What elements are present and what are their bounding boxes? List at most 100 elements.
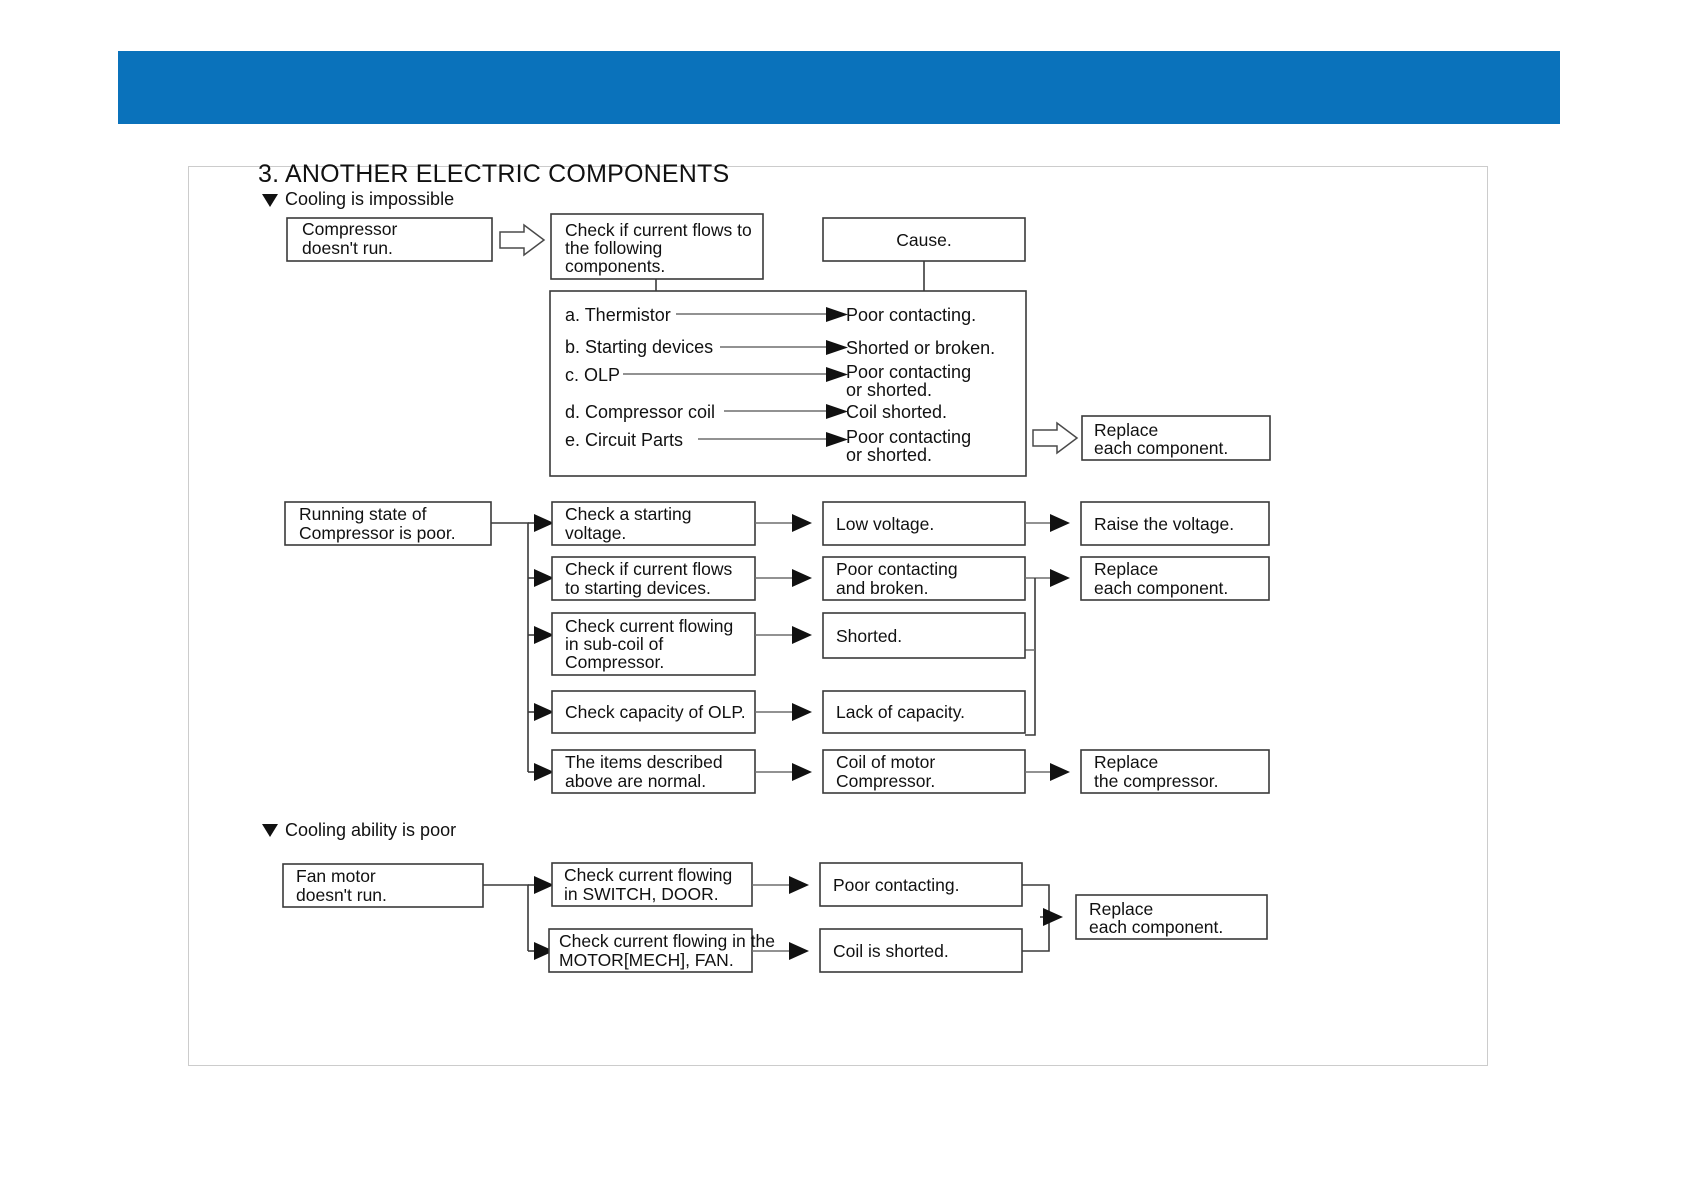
page-title: 3. ANOTHER ELECTRIC COMPONENTS xyxy=(258,160,729,188)
box-compressor-doesnt-run[interactable] xyxy=(286,217,493,262)
arrow-head-icon xyxy=(534,514,554,532)
arrow-head-icon xyxy=(826,432,848,447)
item-key: a. Thermistor xyxy=(565,305,671,325)
box-raise-voltage[interactable] xyxy=(1080,501,1270,546)
box-text: Replace xyxy=(1094,420,1158,440)
box-poor-contacting-broken[interactable] xyxy=(822,556,1026,601)
hollow-arrow-icon xyxy=(1032,421,1079,455)
box-text: Shorted. xyxy=(836,626,902,646)
item-cause: Poor contacting xyxy=(846,362,971,382)
box-text: in SWITCH, DOOR. xyxy=(564,884,719,904)
box-coil-is-shorted[interactable] xyxy=(819,928,1023,973)
box-text: doesn't run. xyxy=(302,238,393,258)
arrow-head-icon xyxy=(792,763,812,781)
box-text: Fan motor xyxy=(296,866,376,886)
arrow-head-icon xyxy=(534,626,554,644)
box-text: each component. xyxy=(1089,917,1223,937)
item-cause: Shorted or broken. xyxy=(846,338,995,358)
item-cause: Poor contacting xyxy=(846,427,971,447)
box-text: Replace xyxy=(1089,899,1153,919)
box-shorted[interactable] xyxy=(822,612,1026,659)
arrow-head-icon xyxy=(534,703,554,721)
arrow-head-icon xyxy=(826,367,848,382)
box-text: doesn't run. xyxy=(296,885,387,905)
arrow-head-icon xyxy=(792,569,812,587)
box-text: Cause. xyxy=(896,230,951,250)
box-text: Raise the voltage. xyxy=(1094,514,1234,534)
arrow-head-icon xyxy=(1050,514,1070,532)
arrow-head-icon xyxy=(1043,908,1063,926)
box-text: voltage. xyxy=(565,523,626,543)
box-replace-each-component-2[interactable] xyxy=(1080,556,1270,601)
box-running-state-poor[interactable] xyxy=(284,501,492,546)
box-components-matrix[interactable] xyxy=(549,290,1027,477)
box-check-motor-mech-fan[interactable] xyxy=(548,928,753,973)
box-text: components. xyxy=(565,256,665,276)
box-check-capacity-olp[interactable] xyxy=(551,690,756,734)
box-replace-each-component-1[interactable] xyxy=(1081,415,1271,461)
section-label-cooling-impossible: Cooling is impossible xyxy=(285,189,454,209)
box-text: Check if current flows xyxy=(565,559,733,579)
item-cause: Coil shorted. xyxy=(846,402,947,422)
arrow-head-icon xyxy=(534,942,554,960)
triangle-down-icon xyxy=(262,824,278,837)
item-cause: or shorted. xyxy=(846,445,932,465)
box-items-above-normal[interactable] xyxy=(551,749,756,794)
header-blue-bar xyxy=(118,51,1560,124)
box-text: Check current flowing xyxy=(565,616,733,636)
box-text: above are normal. xyxy=(565,771,706,791)
box-text: Check if current flows to xyxy=(565,220,752,240)
box-replace-the-compressor[interactable] xyxy=(1080,749,1270,794)
box-text: and broken. xyxy=(836,578,928,598)
box-text: The items described xyxy=(565,752,723,772)
arrow-head-icon xyxy=(1050,763,1070,781)
connector-trunk-section3 xyxy=(483,884,529,951)
triangle-down-icon xyxy=(262,194,278,207)
box-text: the following xyxy=(565,238,662,258)
box-check-switch-door[interactable] xyxy=(551,862,753,907)
box-text: Check current flowing xyxy=(564,865,732,885)
box-text: Poor contacting. xyxy=(833,875,959,895)
arrow-head-icon xyxy=(789,942,809,960)
box-text: Replace xyxy=(1094,752,1158,772)
box-text: Check a starting xyxy=(565,504,691,524)
item-cause: Poor contacting. xyxy=(846,305,976,325)
arrow-head-icon xyxy=(792,626,812,644)
box-text: Coil is shorted. xyxy=(833,941,949,961)
merge-rail-section2 xyxy=(1025,578,1036,736)
box-text: Coil of motor xyxy=(836,752,935,772)
box-text: Compressor is poor. xyxy=(299,523,456,543)
box-poor-contacting-fan[interactable] xyxy=(819,862,1023,907)
section-label-cooling-ability-poor: Cooling ability is poor xyxy=(285,820,456,840)
box-check-starting-voltage[interactable] xyxy=(551,501,756,546)
box-check-subcoil-current[interactable] xyxy=(551,612,756,676)
box-text: Compressor. xyxy=(836,771,935,791)
arrow-head-icon xyxy=(534,569,554,587)
box-replace-each-component-3[interactable] xyxy=(1075,894,1268,940)
box-text: the compressor. xyxy=(1094,771,1219,791)
box-text: to starting devices. xyxy=(565,578,711,598)
box-check-current-flows[interactable] xyxy=(550,213,764,280)
item-key: c. OLP xyxy=(565,365,620,385)
merge-rail-section3-lower xyxy=(1022,917,1050,952)
box-low-voltage[interactable] xyxy=(822,501,1026,546)
arrow-head-icon xyxy=(789,876,809,894)
item-key: e. Circuit Parts xyxy=(565,430,683,450)
item-key: d. Compressor coil xyxy=(565,402,715,422)
box-text: Check current flowing in the xyxy=(559,931,775,951)
arrow-head-icon xyxy=(534,763,554,781)
box-lack-of-capacity[interactable] xyxy=(822,690,1026,734)
box-text: each component. xyxy=(1094,578,1228,598)
hollow-arrow-icon xyxy=(499,223,546,257)
connector-trunk-section2 xyxy=(491,522,529,772)
box-text: each component. xyxy=(1094,438,1228,458)
box-text: Poor contacting xyxy=(836,559,958,579)
arrow-head-icon xyxy=(826,307,848,322)
arrow-head-icon xyxy=(1050,569,1070,587)
box-text: MOTOR[MECH], FAN. xyxy=(559,950,734,970)
box-text: in sub-coil of xyxy=(565,634,663,654)
arrow-head-icon xyxy=(826,404,848,419)
arrow-head-icon xyxy=(792,703,812,721)
box-text: Running state of xyxy=(299,504,427,524)
